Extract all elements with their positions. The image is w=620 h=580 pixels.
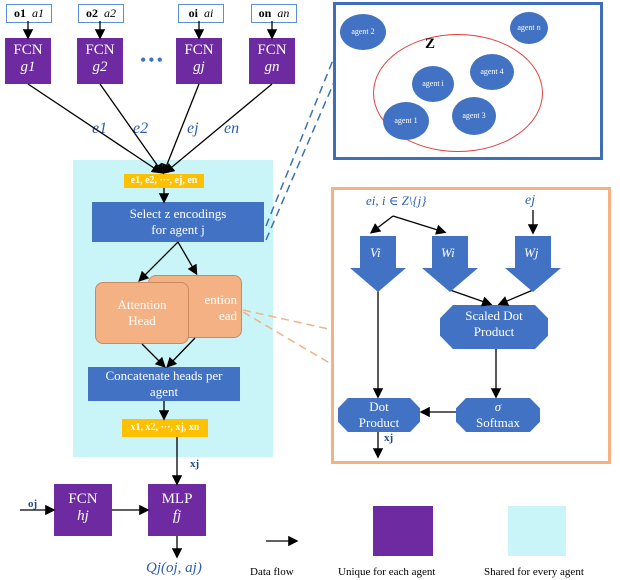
dash-to-agents-2 bbox=[265, 79, 336, 241]
encoding-ej: ej bbox=[187, 120, 199, 137]
fcn-hj-sub: hj bbox=[77, 508, 89, 524]
observation-i: oi ai bbox=[178, 4, 224, 23]
xj-out-label: xj bbox=[384, 432, 394, 444]
fcn-g2: FCN g2 bbox=[77, 38, 123, 84]
ellipsis-dots: ••• bbox=[140, 50, 165, 70]
dash-to-detail-1 bbox=[242, 309, 334, 331]
ej-label: ej bbox=[525, 193, 536, 208]
attention-head-front: Attention Head bbox=[95, 282, 189, 344]
wj-arrow-block bbox=[505, 236, 561, 292]
softmax-label: Softmax bbox=[475, 415, 521, 430]
arrow-head2-concat bbox=[166, 337, 196, 368]
agent-4-node: agent 4 bbox=[470, 54, 514, 90]
agent-n-node: agent n bbox=[510, 12, 548, 44]
oj-label: oj bbox=[28, 498, 38, 510]
select-encodings-block: Select z encodings for agent j bbox=[92, 202, 264, 242]
q-value-label: Qj(oj, aj) bbox=[146, 560, 202, 576]
hex-softmax: σ Softmax bbox=[456, 398, 540, 432]
agent-i-node: agent i bbox=[412, 66, 454, 102]
xj-label: xj bbox=[190, 458, 200, 470]
encoding-e2: e2 bbox=[133, 120, 149, 137]
arrow-select-head1 bbox=[138, 241, 179, 282]
arrow-gj-bar bbox=[162, 83, 200, 175]
observation-n: on an bbox=[251, 4, 297, 23]
x-bar: x1, x2, ···, xj, xn bbox=[122, 419, 208, 437]
z-label: Z bbox=[425, 36, 436, 52]
encoding-bar: e1, e2, ···, ej, en bbox=[124, 174, 204, 188]
agent-2-node: agent 2 bbox=[340, 14, 386, 50]
legend-unique-swatch bbox=[373, 506, 433, 556]
fcn-g2-title: FCN bbox=[85, 42, 115, 58]
mlp-fj: MLP fj bbox=[148, 484, 206, 536]
obs-i-o: oi bbox=[188, 6, 198, 20]
fcn-gn-title: FCN bbox=[257, 42, 287, 58]
fcn-g2-sub: g2 bbox=[92, 59, 108, 75]
hex-scaled-dot: Scaled Dot Product bbox=[440, 305, 548, 349]
encoding-e1: e1 bbox=[92, 120, 108, 137]
w-label: Wi bbox=[441, 245, 455, 260]
arrow-gn-bar bbox=[163, 83, 273, 174]
v-label: Vi bbox=[370, 245, 381, 260]
fcn-gj-sub: gj bbox=[193, 59, 205, 75]
wj-label: Wj bbox=[524, 245, 539, 260]
dash-to-detail-2 bbox=[242, 311, 334, 366]
fcn-gn: FCN gn bbox=[249, 38, 295, 84]
agent-1-node: agent 1 bbox=[383, 102, 429, 140]
arrow-g1-bar bbox=[27, 83, 163, 174]
legend-shared-swatch bbox=[508, 506, 566, 556]
obs-1-a: a1 bbox=[32, 6, 44, 20]
fcn-g1-sub: g1 bbox=[20, 59, 36, 75]
fcn-gj: FCN gj bbox=[176, 38, 222, 84]
fcn-hj-title: FCN bbox=[68, 491, 98, 507]
fcn-gn-sub: gn bbox=[264, 59, 280, 75]
obs-n-o: on bbox=[258, 6, 272, 20]
obs-i-a: ai bbox=[204, 6, 214, 20]
obs-1-o: o1 bbox=[14, 6, 26, 20]
arrow-wj-scaled bbox=[497, 289, 534, 306]
fcn-gj-title: FCN bbox=[184, 42, 214, 58]
dash-to-agents-1 bbox=[265, 54, 336, 227]
agent-3-node: agent 3 bbox=[452, 97, 496, 135]
arrow-ei-v bbox=[369, 215, 394, 234]
legend-flow-label: Data flow bbox=[250, 566, 294, 578]
v-arrow-block bbox=[350, 236, 406, 292]
hex-dot-product: Dot Product bbox=[338, 398, 420, 432]
arrow-select-head2 bbox=[177, 241, 198, 276]
z-circle bbox=[373, 34, 543, 152]
concat-heads-block: Concatenate heads per agent bbox=[88, 367, 240, 401]
ei-label: ei, i ∈ Z\{j} bbox=[366, 193, 427, 208]
obs-n-a: an bbox=[277, 6, 290, 20]
arrow-head1-concat bbox=[141, 343, 166, 368]
observation-2: o2 a2 bbox=[78, 4, 124, 23]
fcn-g1-title: FCN bbox=[13, 42, 43, 58]
arrow-w-scaled bbox=[449, 289, 493, 307]
observation-1: o1 a1 bbox=[6, 4, 52, 23]
w-arrow-block bbox=[422, 236, 478, 292]
legend-shared-label: Shared for every agent bbox=[484, 566, 584, 578]
sigma-symbol: σ bbox=[494, 399, 502, 414]
mlp-sub: fj bbox=[172, 508, 182, 524]
arrow-g2-bar bbox=[99, 83, 164, 175]
obs-2-o: o2 bbox=[86, 6, 98, 20]
mlp-title: MLP bbox=[161, 491, 193, 507]
encoding-en: en bbox=[224, 120, 240, 137]
obs-2-a: a2 bbox=[104, 6, 116, 20]
fcn-hj: FCN hj bbox=[54, 484, 112, 536]
arrow-ei-w bbox=[392, 215, 447, 235]
fcn-g1: FCN g1 bbox=[5, 38, 51, 84]
legend-unique-label: Unique for each agent bbox=[338, 566, 436, 578]
